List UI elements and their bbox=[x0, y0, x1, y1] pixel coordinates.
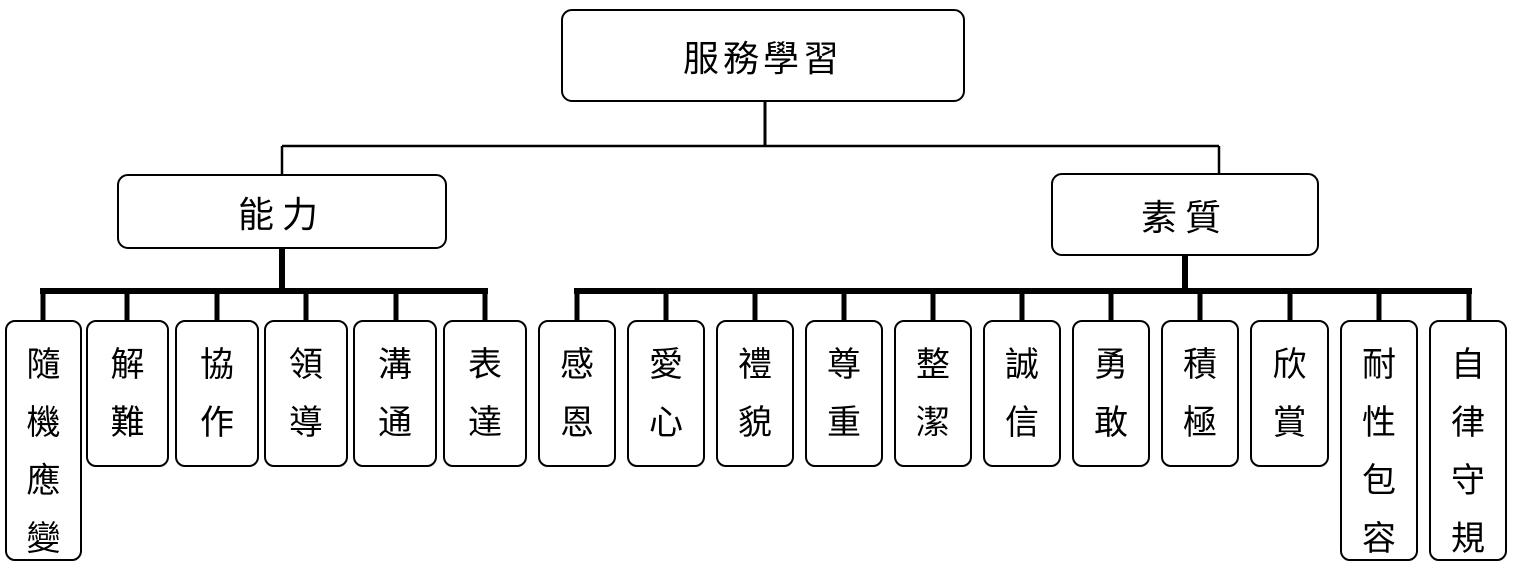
leaf-label: 愛心 bbox=[649, 345, 683, 443]
leaf-label: 表達 bbox=[468, 345, 502, 443]
leaf-node: 禮貌 bbox=[716, 320, 794, 467]
leaf-label: 禮貌 bbox=[738, 345, 772, 443]
branch-node-qualities: 素質 bbox=[1051, 173, 1319, 256]
leaf-label: 整潔 bbox=[916, 345, 950, 443]
leaf-label: 欣賞 bbox=[1272, 345, 1307, 443]
leaf-label: 誠信 bbox=[1005, 345, 1039, 443]
leaf-node: 整潔 bbox=[894, 320, 972, 467]
leaf-node: 自律守規 bbox=[1429, 320, 1507, 561]
leaf-label: 隨機應變 bbox=[26, 345, 61, 559]
leaf-label: 協作 bbox=[200, 345, 234, 443]
root-label: 服務學習 bbox=[682, 38, 843, 80]
branch-label: 素質 bbox=[1140, 197, 1229, 239]
leaf-node: 解難 bbox=[86, 320, 169, 467]
leaf-label: 溝通 bbox=[378, 345, 412, 443]
leaf-node: 隨機應變 bbox=[5, 320, 82, 561]
leaf-label: 感恩 bbox=[560, 345, 594, 443]
leaf-node: 誠信 bbox=[983, 320, 1061, 467]
branch-label: 能力 bbox=[237, 194, 326, 236]
leaf-node: 積極 bbox=[1161, 320, 1239, 467]
leaf-node: 協作 bbox=[175, 320, 259, 467]
leaf-node: 溝通 bbox=[353, 320, 437, 467]
leaf-node: 愛心 bbox=[627, 320, 705, 467]
leaf-label: 耐性包容 bbox=[1362, 345, 1396, 559]
leaf-label: 勇敢 bbox=[1094, 345, 1128, 443]
leaf-node: 領導 bbox=[264, 320, 348, 467]
root-node: 服務學習 bbox=[561, 9, 965, 102]
leaf-label: 領導 bbox=[289, 345, 323, 443]
leaf-label: 自律守規 bbox=[1451, 345, 1485, 559]
leaf-node: 耐性包容 bbox=[1340, 320, 1418, 561]
leaf-node: 表達 bbox=[443, 320, 527, 467]
leaf-node: 欣賞 bbox=[1250, 320, 1329, 467]
leaf-node: 感恩 bbox=[538, 320, 616, 467]
leaf-node: 尊重 bbox=[805, 320, 883, 467]
branch-node-abilities: 能力 bbox=[117, 174, 447, 249]
leaf-node: 勇敢 bbox=[1072, 320, 1150, 467]
leaf-label: 解難 bbox=[110, 345, 145, 443]
leaf-label: 尊重 bbox=[827, 345, 861, 443]
leaf-label: 積極 bbox=[1183, 345, 1217, 443]
